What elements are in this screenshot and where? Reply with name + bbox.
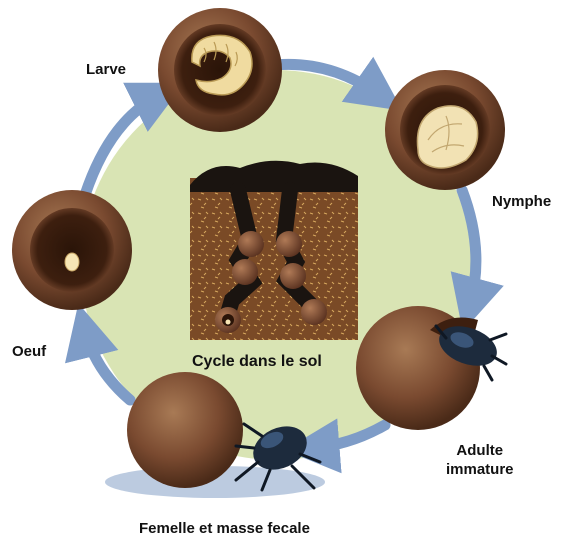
larva-ball	[158, 8, 282, 132]
stage-label-femelle: Femelle et masse fecale	[139, 519, 310, 538]
stage-label-adulte-line2: immature	[446, 460, 514, 479]
immature-adult-ball	[356, 306, 506, 430]
soil-cross-section	[190, 161, 358, 340]
stage-label-nymphe: Nymphe	[492, 192, 551, 211]
egg-icon	[65, 253, 79, 271]
center-caption: Cycle dans le sol	[192, 352, 322, 371]
stage-label-adulte: Adulte immature	[446, 441, 514, 479]
stage-label-larve: Larve	[86, 60, 126, 79]
pupa-ball	[385, 70, 505, 190]
stage-label-adulte-line1: Adulte	[446, 441, 514, 460]
egg-ball	[12, 190, 132, 310]
stage-label-oeuf: Oeuf	[12, 342, 46, 361]
